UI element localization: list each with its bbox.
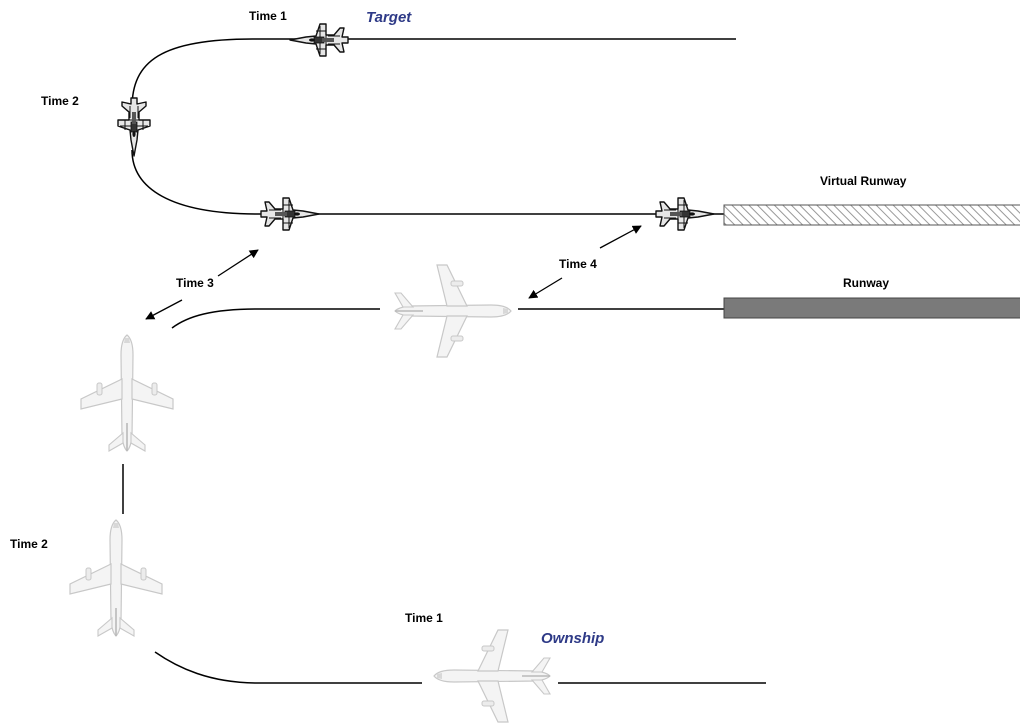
target-path bbox=[131, 38, 736, 215]
airliner-icon bbox=[433, 629, 551, 723]
time4-label: Time 4 bbox=[559, 257, 597, 271]
runway-label: Runway bbox=[843, 276, 890, 290]
time4-arrow-ownship bbox=[528, 277, 563, 299]
time4-arrow-target bbox=[599, 225, 642, 249]
runway bbox=[723, 297, 1020, 319]
fighter-jet-icon bbox=[260, 197, 320, 231]
target-label: Target bbox=[366, 9, 412, 26]
ownship-time2-label: Time 2 bbox=[10, 537, 48, 551]
time3-arrow-target bbox=[217, 249, 259, 277]
airliner-icon bbox=[394, 264, 512, 358]
time3-label: Time 3 bbox=[176, 276, 214, 290]
airliner-icon bbox=[80, 334, 174, 452]
ownship-label: Ownship bbox=[541, 630, 605, 647]
fighter-jet-icon bbox=[117, 97, 151, 157]
fighter-jet-icon bbox=[655, 197, 715, 231]
ownship-path bbox=[122, 308, 766, 684]
virtual-runway bbox=[723, 204, 1020, 226]
airliner-icon bbox=[69, 519, 163, 637]
virtual-runway-label: Virtual Runway bbox=[820, 174, 907, 188]
time3-arrow-ownship bbox=[145, 299, 183, 320]
target-time1-label: Time 1 bbox=[249, 9, 287, 23]
target-time2-label: Time 2 bbox=[41, 94, 79, 108]
ownship-time1-label: Time 1 bbox=[405, 611, 443, 625]
fighter-jet-icon bbox=[289, 23, 349, 57]
